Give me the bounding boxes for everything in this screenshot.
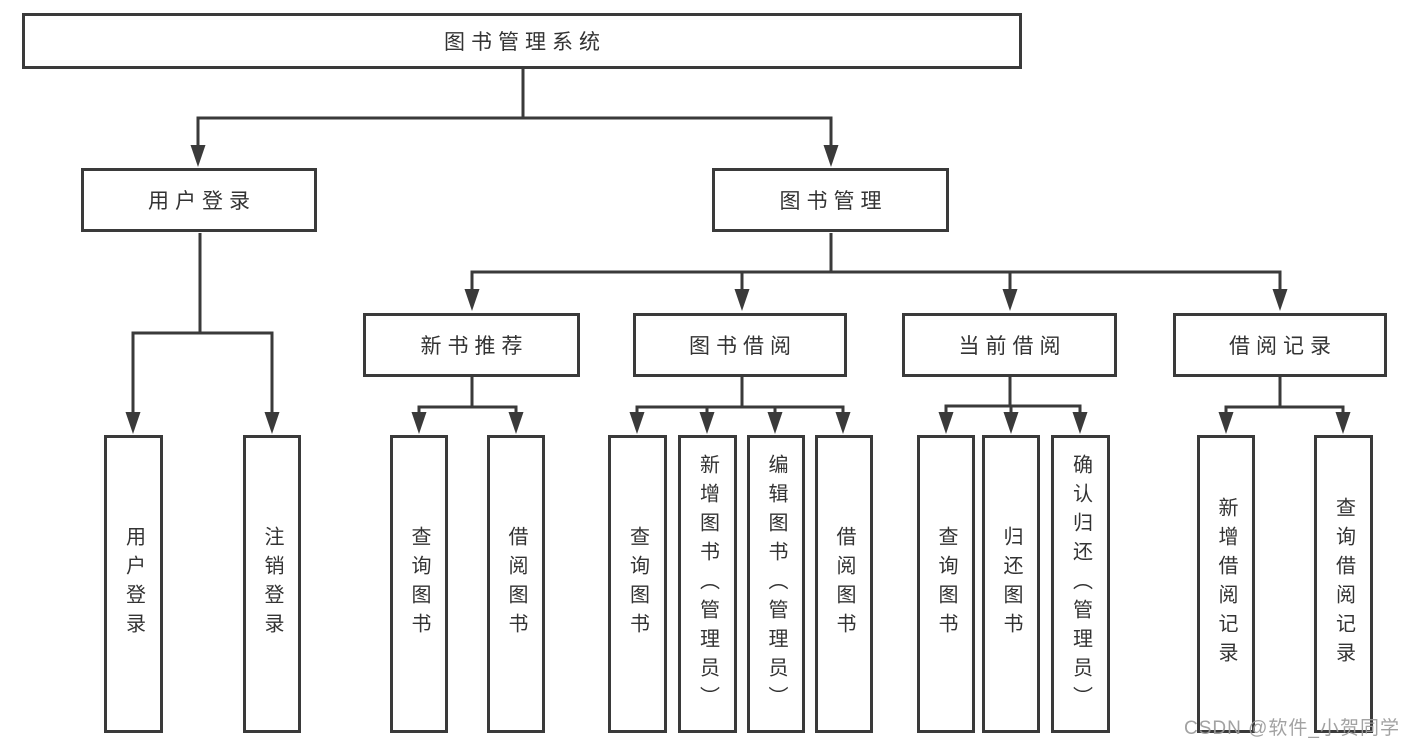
node-new-book-recommend-label: 新书推荐 <box>420 335 529 358</box>
connector-book-borrow-split <box>629 377 851 434</box>
leaf-logout: 注销登录 <box>243 435 301 733</box>
node-user-login: 用户登录 <box>81 168 317 232</box>
node-root-label: 图书管理系统 <box>444 31 606 54</box>
leaf-current-confirm-return-admin-label: 确认归还（管理员） <box>1069 453 1092 715</box>
node-borrow-record-label: 借阅记录 <box>1229 335 1337 358</box>
leaf-borrow-add-book-admin-label: 新增图书（管理员） <box>696 453 719 715</box>
node-new-book-recommend: 新书推荐 <box>363 313 580 377</box>
node-root: 图书管理系统 <box>22 13 1022 69</box>
leaf-user-login: 用户登录 <box>104 435 163 733</box>
node-book-management-label: 图书管理 <box>779 190 888 213</box>
leaf-borrow-edit-book-admin-label: 编辑图书（管理员） <box>765 453 787 715</box>
leaf-recommend-query-book: 查询图书 <box>390 435 448 733</box>
node-book-borrow: 图书借阅 <box>633 313 847 377</box>
connector-book-management-split <box>464 233 1288 311</box>
leaf-current-return-book-label: 归还图书 <box>1000 526 1022 642</box>
leaf-borrow-edit-book-admin: 编辑图书（管理员） <box>747 435 805 733</box>
connector-current-borrow-split <box>938 377 1088 434</box>
csdn-watermark: CSDN @软件_小贺同学 <box>1184 718 1400 739</box>
leaf-current-confirm-return-admin: 确认归还（管理员） <box>1051 435 1110 733</box>
node-current-borrow: 当前借阅 <box>902 313 1117 377</box>
leaf-current-return-book: 归还图书 <box>982 435 1040 733</box>
leaf-borrow-query-book: 查询图书 <box>608 435 667 733</box>
connector-new-book-recommend-split <box>411 377 524 434</box>
node-current-borrow-label: 当前借阅 <box>958 335 1067 358</box>
leaf-borrow-borrow-book: 借阅图书 <box>815 435 873 733</box>
leaf-recommend-borrow-book-label: 借阅图书 <box>505 526 527 642</box>
node-user-login-label: 用户登录 <box>148 190 256 213</box>
connector-user-login-split <box>125 233 280 434</box>
leaf-record-query-record-label: 查询借阅记录 <box>1332 497 1355 671</box>
node-borrow-record: 借阅记录 <box>1173 313 1387 377</box>
leaf-borrow-add-book-admin: 新增图书（管理员） <box>678 435 737 733</box>
leaf-recommend-query-book-label: 查询图书 <box>408 526 430 642</box>
leaf-borrow-query-book-label: 查询图书 <box>626 526 649 642</box>
leaf-current-query-book: 查询图书 <box>917 435 975 733</box>
leaf-record-add-record-label: 新增借阅记录 <box>1215 497 1237 671</box>
connector-borrow-record-split <box>1218 377 1351 434</box>
leaf-recommend-borrow-book: 借阅图书 <box>487 435 545 733</box>
leaf-borrow-borrow-book-label: 借阅图书 <box>833 526 855 642</box>
node-book-borrow-label: 图书借阅 <box>689 335 797 358</box>
leaf-record-add-record: 新增借阅记录 <box>1197 435 1255 733</box>
leaf-logout-label: 注销登录 <box>261 526 283 642</box>
leaf-user-login-label: 用户登录 <box>122 526 145 642</box>
node-book-management: 图书管理 <box>712 168 949 232</box>
leaf-current-query-book-label: 查询图书 <box>935 526 957 642</box>
connector-root-split <box>190 69 839 167</box>
leaf-record-query-record: 查询借阅记录 <box>1314 435 1373 733</box>
